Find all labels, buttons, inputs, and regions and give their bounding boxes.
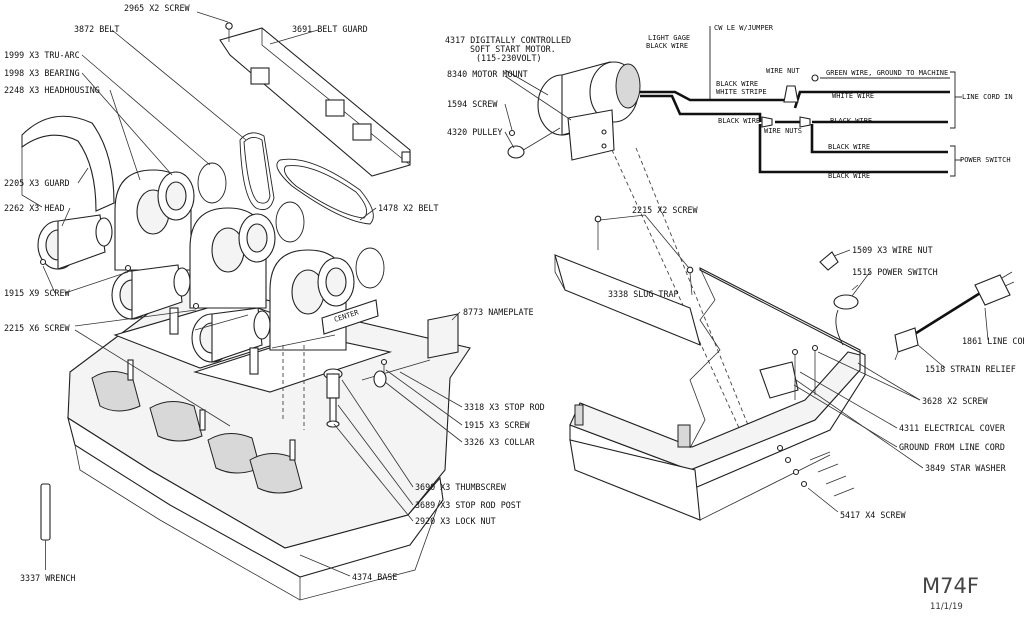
small-hardware-right	[594, 215, 1015, 497]
head-guard-part	[21, 115, 115, 212]
belt-guard-part	[219, 27, 411, 177]
wire-label-cw-le: CW LE W/JUMPER	[714, 24, 774, 32]
label-line-cord-1861: 1861 LINE CORD	[962, 336, 1024, 346]
label-slug-trap-3338: 3338 SLUG TRAP	[608, 289, 679, 299]
label-motor-4317-line2: SOFT START MOTOR.	[470, 44, 556, 54]
label-screw-1915b: 1915 X3 SCREW	[464, 420, 531, 430]
revision-date: 11/1/19	[930, 602, 963, 612]
label-pulley-4320: 4320 PULLEY	[447, 127, 502, 137]
wire-label-black-white-2: WHITE STRIPE	[716, 88, 767, 96]
label-bearing-1998: 1998 X3 BEARING	[4, 68, 80, 78]
label-screw-1915a: 1915 X9 SCREW	[4, 288, 71, 298]
truarc-ring-part	[197, 162, 385, 289]
wire-label-black-wire-d: BLACK WIRE	[828, 172, 870, 180]
wire-label-wire-nuts: WIRE NUTS	[764, 127, 802, 135]
label-screw-5417: 5417 X4 SCREW	[840, 510, 907, 520]
label-screw-3628: 3628 X2 SCREW	[922, 396, 989, 406]
label-motor-mount-8340: 8340 MOTOR MOUNT	[447, 69, 528, 79]
electrical-cover-part	[569, 267, 866, 521]
part-labels: 2965 X2 SCREW 3872 BELT 3691 BELT GUARD …	[4, 3, 1024, 583]
wire-label-wire-nut: WIRE NUT	[766, 67, 801, 75]
label-power-switch-1515: 1515 POWER SWITCH	[852, 267, 938, 277]
label-headhousing-2248: 2248 X3 HEADHOUSING	[4, 85, 100, 95]
wire-label-black-wire-c: BLACK WIRE	[828, 143, 870, 151]
label-screw-2215b: 2215 X2 SCREW	[632, 205, 699, 215]
motor-part	[507, 61, 641, 161]
belt-3872-part	[239, 132, 275, 211]
wire-label-black-wire-a: BLACK WIRE	[718, 117, 760, 125]
leader-lines-left	[42, 11, 463, 577]
head-part	[37, 214, 271, 375]
label-wire-nut-1509: 1509 X3 WIRE NUT	[852, 245, 933, 255]
label-collar-3326: 3326 X3 COLLAR	[464, 437, 536, 447]
wire-label-line-cord-in: LINE CORD IN	[962, 93, 1013, 101]
wire-label-green-wire: GREEN WIRE, GROUND TO MACHINE	[826, 69, 948, 77]
wire-label-white-wire: WHITE WIRE	[832, 92, 874, 100]
small-hardware	[39, 22, 431, 428]
label-screw-2215a: 2215 X6 SCREW	[4, 323, 71, 333]
label-head-2262: 2262 X3 HEAD	[4, 203, 65, 213]
wire-label-power-switch: POWER SWITCH	[960, 156, 1011, 164]
bearing-part	[157, 171, 355, 307]
label-motor-4317-line1: 4317 DIGITALLY CONTROLLED	[445, 35, 571, 45]
label-guard-2205: 2205 X3 GUARD	[4, 178, 70, 188]
label-stop-rod-post-3689: 3689 X3 STOP ROD POST	[415, 500, 521, 510]
label-base-4374: 4374 BASE	[352, 572, 397, 582]
label-electrical-cover-4311: 4311 ELECTRICAL COVER	[899, 423, 1006, 433]
label-screw-2965: 2965 X2 SCREW	[124, 3, 191, 13]
label-stop-rod-3318: 3318 X3 STOP ROD	[464, 402, 545, 412]
leader-lines-right	[504, 69, 989, 513]
label-belt-1478: 1478 X2 BELT	[378, 203, 439, 213]
label-belt-guard-3691: 3691 BELT GUARD	[292, 24, 368, 34]
wire-label-light-gage-1: LIGHT GAGE	[648, 34, 690, 42]
label-belt-3872: 3872 BELT	[74, 24, 119, 34]
wrench-part	[40, 483, 51, 570]
model-number: M74F	[922, 574, 979, 598]
wiring-labels: CW LE W/JUMPER LIGHT GAGE BLACK WIRE WIR…	[646, 24, 1013, 180]
label-lock-nut-2920: 2920 X3 LOCK NUT	[415, 516, 496, 526]
wire-label-black-wire-b: BLACK WIRE	[830, 117, 872, 125]
slug-trap-part	[554, 254, 701, 346]
nameplate-part: CENTER	[321, 299, 459, 359]
label-star-washer-3849: 3849 STAR WASHER	[925, 463, 1007, 473]
label-strain-relief-1518: 1518 STRAIN RELIEF	[925, 364, 1016, 374]
label-screw-1594: 1594 SCREW	[447, 99, 498, 109]
wire-label-black-white-1: BLACK WIRE	[716, 80, 758, 88]
label-nameplate-8773: 8773 NAMEPLATE	[463, 307, 534, 317]
label-ground-from-line-cord: GROUND FROM LINE CORD	[899, 442, 1005, 452]
wire-label-light-gage-2: BLACK WIRE	[646, 42, 688, 50]
belt-1478-part	[276, 158, 374, 225]
label-truarc-1999: 1999 X3 TRU-ARC	[4, 50, 80, 60]
wiring-diagram	[640, 26, 962, 177]
label-wrench-3337: 3337 WRENCH	[20, 573, 75, 583]
label-motor-4317-line3: (115-230VOLT)	[476, 53, 542, 63]
label-thumbscrew-3690: 3690 X3 THUMBSCREW	[415, 482, 507, 492]
